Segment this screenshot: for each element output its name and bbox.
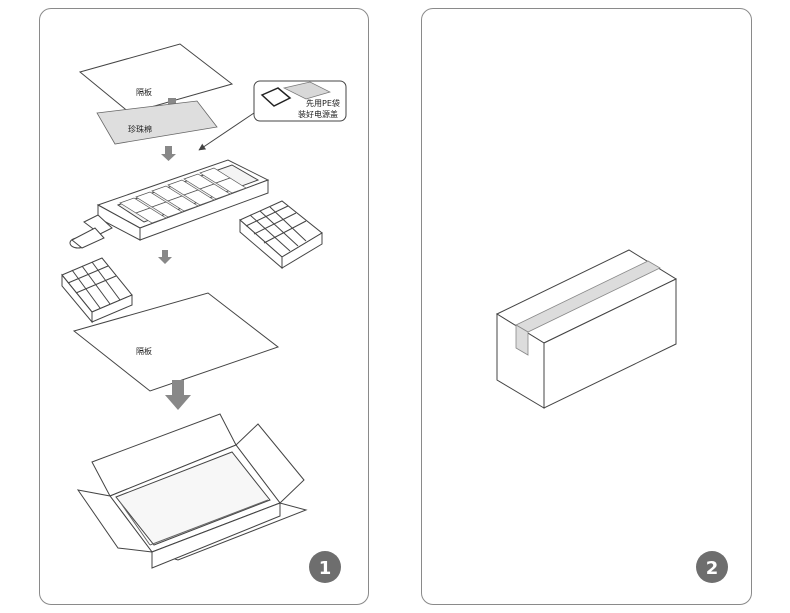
street-light-fixture: [69, 159, 270, 249]
step-1-badge: 1: [309, 551, 341, 583]
open-carton: [76, 413, 308, 569]
step-2-badge: 2: [696, 551, 728, 583]
top-divider-board: 隔板: [78, 43, 234, 114]
down-arrow-icon: [165, 380, 191, 410]
sealed-carton: [495, 249, 678, 409]
down-arrow-icon: [161, 146, 176, 161]
top-board-label: 隔板: [136, 87, 152, 97]
callout-line-2: 装好电源盖: [298, 109, 338, 119]
bottom-divider-board: 隔板: [72, 292, 280, 392]
power-cover-icon: [260, 87, 292, 107]
foam-sheet: 珍珠棉: [96, 100, 218, 145]
callout-pointer: [198, 112, 255, 151]
foam-label: 珍珠棉: [128, 124, 152, 134]
step-2-number: 2: [706, 558, 719, 579]
pe-bag-icon: [282, 81, 331, 100]
down-arrow-icon: [158, 250, 172, 264]
pe-bag-callout: 先用PE袋 装好电源盖: [198, 80, 347, 151]
right-foam-bracket: [239, 200, 323, 270]
step-1-number: 1: [319, 558, 332, 579]
callout-line-1: 先用PE袋: [306, 98, 340, 108]
bottom-board-label: 隔板: [136, 346, 152, 356]
left-foam-bracket: [61, 257, 133, 324]
